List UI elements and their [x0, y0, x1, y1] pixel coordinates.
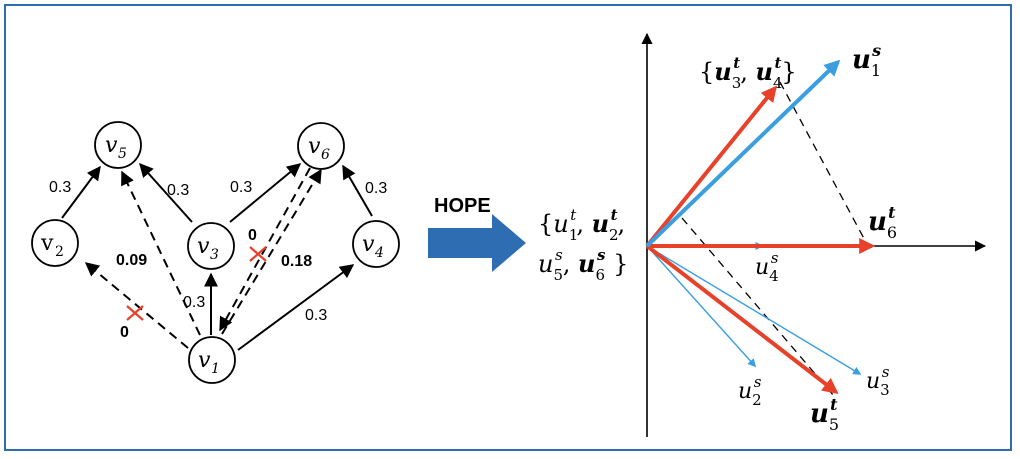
- projection-line-top: [779, 81, 869, 247]
- svg-text:{u3t, u4t}: {u3t, u4t}: [699, 54, 797, 92]
- svg-text:6: 6: [321, 147, 330, 163]
- svg-text:{u1t, u2t,: {u1t, u2t,: [538, 206, 625, 244]
- projection-line-bottom: [681, 217, 835, 397]
- edge-v2-v5: [61, 165, 101, 219]
- svg-text:v: v: [105, 133, 118, 158]
- figure-frame: [4, 4, 1012, 451]
- node-v6: v 6: [297, 122, 345, 170]
- edge-labels: 0.3 0.3 0.3 0.3 0.3 0.3 0.09 0.18 0 0: [49, 179, 387, 341]
- edge-v1-v2-dashed: [84, 262, 189, 349]
- node-v4: v 4: [352, 220, 400, 268]
- graph-nodes: v 5 v 6 v 2 v 3 v 4 v 1: [31, 121, 400, 384]
- label-u1s: u1s: [852, 41, 881, 80]
- label-v1-v2-dashed: 0: [120, 324, 129, 341]
- removed-edge-mark-v6-v3: [249, 246, 267, 262]
- svg-text:v: v: [197, 234, 210, 259]
- label-v6-v3-dashed: 0: [248, 227, 257, 244]
- node-v1: v 1: [188, 336, 236, 384]
- svg-text:v: v: [308, 134, 321, 159]
- svg-text:v: v: [362, 232, 375, 257]
- vector-u2s: [646, 245, 757, 368]
- node-v2: v 2: [31, 219, 79, 267]
- label-u6t: u6t: [868, 203, 897, 242]
- svg-text:4: 4: [374, 245, 384, 261]
- group-label-left: {u1t, u2t, u5s, u6s }: [538, 206, 628, 284]
- svg-text:5: 5: [118, 146, 127, 162]
- vector-u5t: [645, 244, 839, 394]
- graph-edges: [61, 162, 373, 351]
- vector-u3s: [646, 245, 862, 375]
- edge-v3-v6: [229, 163, 302, 223]
- edge-v1-v5-dashed: [121, 170, 201, 336]
- edge-v4-v6: [342, 164, 373, 217]
- group-label-top: {u3t, u4t}: [699, 54, 797, 92]
- svg-text:v: v: [40, 231, 54, 256]
- vector-u1s: [645, 59, 841, 248]
- edge-v1-v6-dashed: [221, 168, 322, 335]
- svg-text:3: 3: [210, 247, 219, 263]
- label-v3-v5: 0.3: [167, 182, 189, 199]
- label-v1-v5-dashed: 0.09: [116, 252, 147, 269]
- svg-text:2: 2: [55, 244, 64, 260]
- edge-v1-v4: [237, 264, 355, 351]
- edge-v3-v5: [139, 162, 193, 223]
- label-u4s: u4s: [755, 249, 779, 285]
- label-v2-v5: 0.3: [49, 179, 71, 196]
- removed-edge-mark-v1-v2: [126, 305, 144, 321]
- embedding-plot: {u3t, u4t} {u1t, u2t, u5s, u6s } u1s u6t…: [538, 32, 987, 437]
- label-v4-v6: 0.3: [365, 180, 387, 197]
- node-v3: v 3: [187, 222, 235, 270]
- label-v1-v6-dashed: 0.18: [281, 253, 312, 270]
- label-u3s: u3s: [866, 363, 890, 399]
- label-v3-v6: 0.3: [230, 179, 252, 196]
- transform-arrow-icon: [428, 214, 526, 272]
- node-v5: v 5: [94, 121, 142, 169]
- vector-u3t-u4t: [645, 85, 778, 248]
- svg-text:1: 1: [211, 361, 220, 377]
- hope-transform: HOPE: [428, 195, 526, 272]
- label-v1-v3: 0.3: [183, 294, 205, 311]
- hope-label: HOPE: [434, 195, 491, 217]
- label-v1-v4: 0.3: [305, 307, 327, 324]
- svg-text:u5s, u6s }: u5s, u6s }: [538, 246, 628, 284]
- svg-text:v: v: [198, 348, 211, 373]
- label-u2s: u2s: [738, 373, 762, 409]
- label-u5t: u5t: [810, 395, 839, 434]
